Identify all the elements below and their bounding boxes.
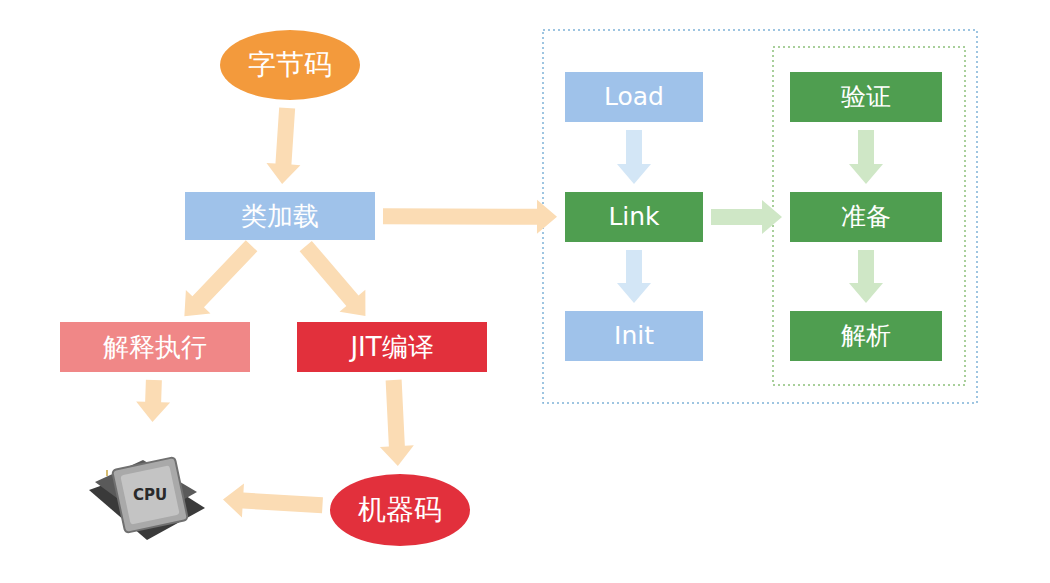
flow-arrow xyxy=(617,130,651,184)
chip-lid xyxy=(112,457,188,533)
node-label: JIT编译 xyxy=(350,333,433,362)
cpu-chip: CPU xyxy=(85,430,215,560)
flow-arrow xyxy=(617,250,651,303)
ellipse-fill xyxy=(220,30,360,100)
class-loading-frame xyxy=(543,30,977,403)
node-label: 类加载 xyxy=(241,202,319,231)
flow-arrow xyxy=(380,380,414,466)
stage-box: 准备 xyxy=(790,192,942,242)
node-label: 解析 xyxy=(841,322,891,350)
node-label: Init xyxy=(614,322,654,350)
result-ellipse: 机器码 xyxy=(330,474,470,546)
chip-face xyxy=(120,465,179,524)
process-box: JIT编译 xyxy=(297,322,487,372)
chip-pin xyxy=(106,470,108,476)
flow-arrow xyxy=(711,200,782,234)
flow-arrow xyxy=(136,380,170,422)
process-box: 类加载 xyxy=(185,192,375,240)
node-label: 准备 xyxy=(841,203,891,231)
flow-arrow xyxy=(849,250,883,303)
link-frame xyxy=(773,47,965,385)
ellipse-fill xyxy=(330,474,470,546)
flow-arrow xyxy=(266,107,300,184)
node-label: 解释执行 xyxy=(103,333,207,362)
node-label: Link xyxy=(608,203,659,231)
start-ellipse: 字节码 xyxy=(220,30,360,100)
node-label: CPU xyxy=(133,487,167,504)
process-box: 解释执行 xyxy=(60,322,250,372)
node-label: Load xyxy=(604,83,664,111)
stage-box: Link xyxy=(565,192,703,242)
stage-box: Init xyxy=(565,311,703,361)
node-label: 机器码 xyxy=(358,495,442,526)
stage-box: Load xyxy=(565,72,703,122)
flow-arrow xyxy=(300,241,366,316)
flow-arrow xyxy=(849,130,883,184)
flow-arrow xyxy=(383,200,557,234)
flow-arrow xyxy=(223,484,323,518)
node-label: 字节码 xyxy=(248,50,332,81)
stage-box: 验证 xyxy=(790,72,942,122)
stage-box: 解析 xyxy=(790,311,942,361)
flow-arrow xyxy=(184,240,257,316)
node-label: 验证 xyxy=(841,83,891,111)
